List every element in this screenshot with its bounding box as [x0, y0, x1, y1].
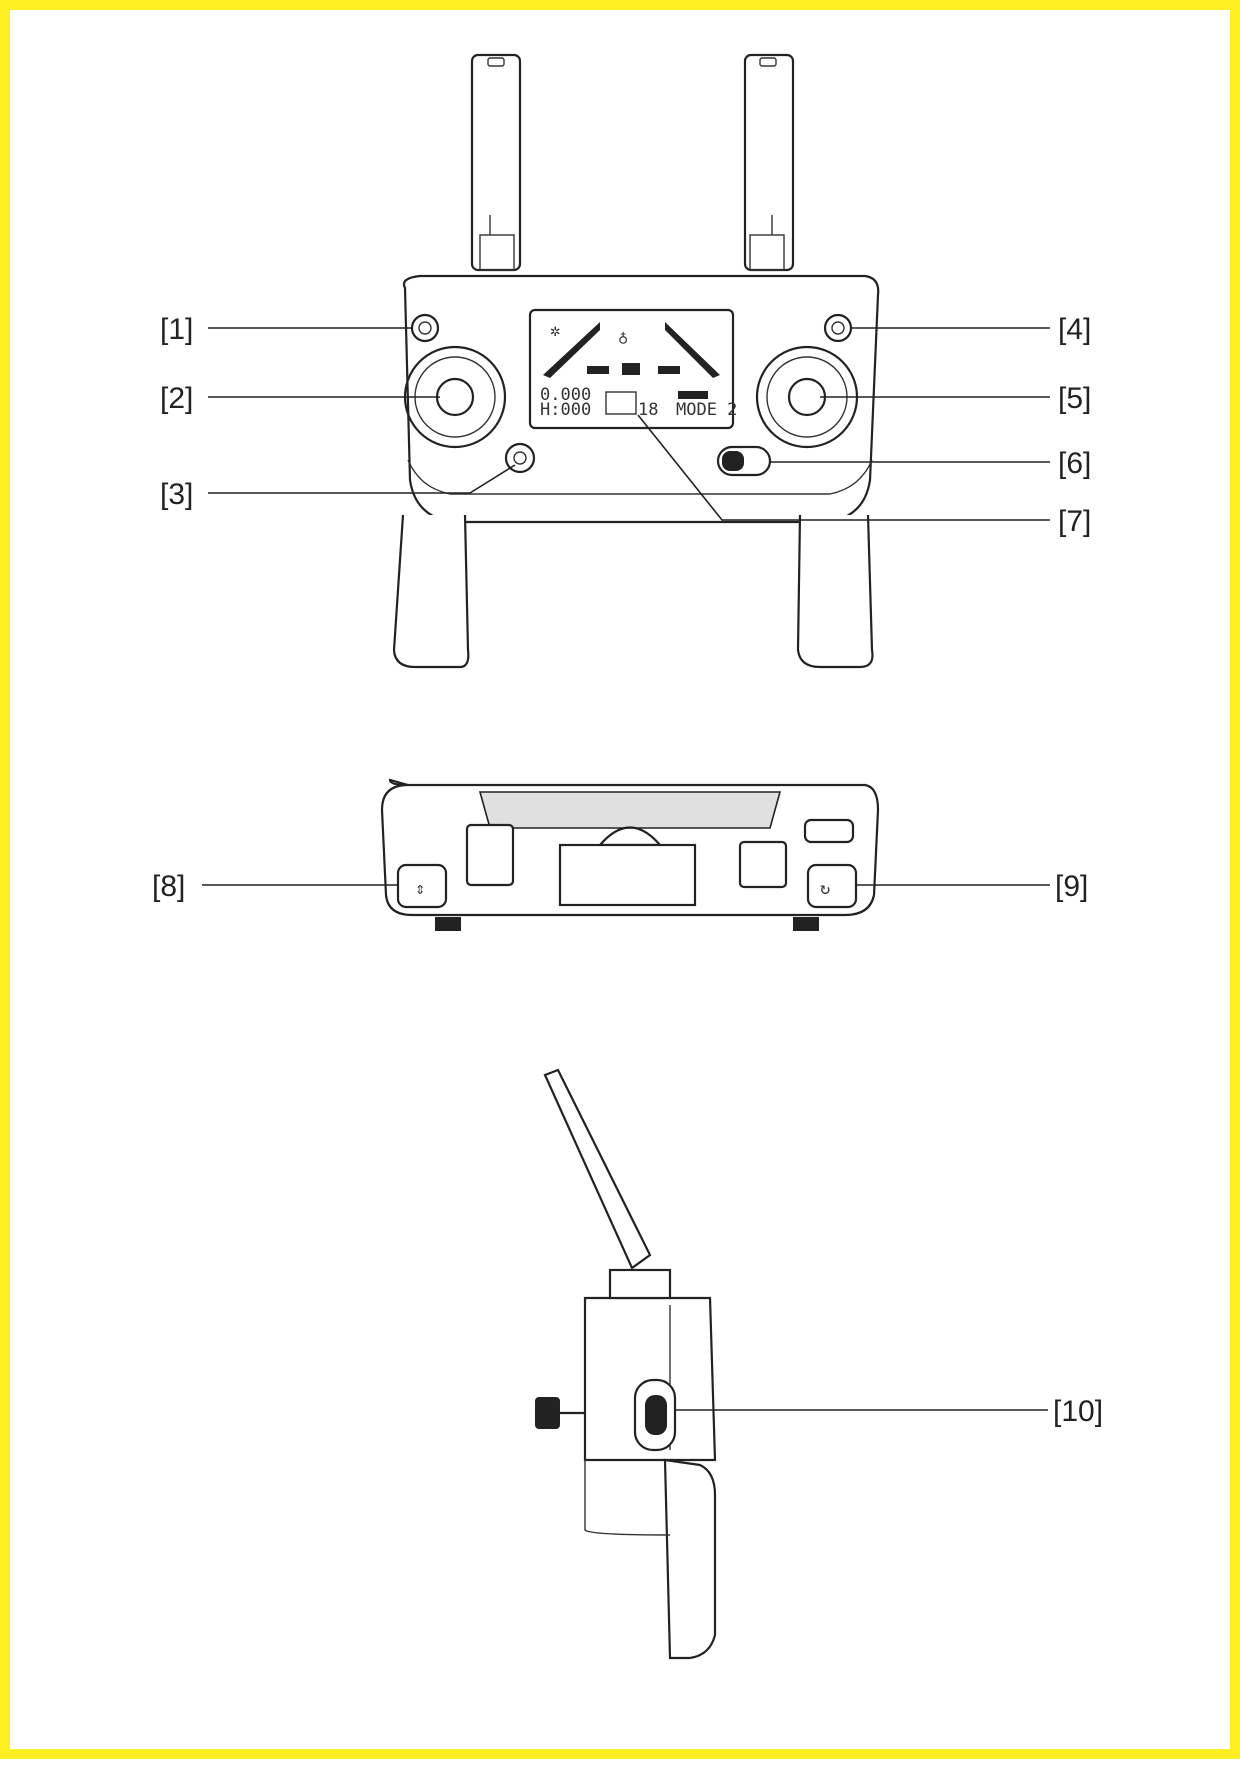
lcd-camera-icon — [622, 363, 640, 375]
callout-10: [10] — [1053, 1395, 1103, 1428]
leader-3 — [208, 464, 516, 494]
lcd-screen: ✲ ♁ 0.000 H:000 18 MODE 2 — [528, 308, 737, 430]
callout-9: [9] — [1055, 870, 1088, 903]
callout-6: [6] — [1058, 447, 1091, 480]
callout-1: [1] — [160, 313, 193, 346]
callout-2: [2] — [160, 382, 193, 415]
callout-5: [5] — [1058, 382, 1091, 415]
button-9-icon[interactable]: ↻ — [806, 863, 858, 909]
side-view — [535, 1068, 717, 1660]
lcd-battery-right-icon — [658, 366, 680, 374]
button-3-icon[interactable] — [504, 442, 536, 474]
toggle-switch-6-icon[interactable] — [716, 445, 772, 477]
lcd-location-icon: ♁ — [618, 328, 628, 348]
lcd-line2: H:000 — [540, 400, 591, 420]
phone-clamp — [558, 843, 697, 907]
right-antenna — [743, 53, 795, 272]
side-grip — [663, 1458, 717, 1660]
side-antenna — [543, 1068, 652, 1270]
callout-7: [7] — [1058, 505, 1091, 538]
leader-7 — [637, 414, 1050, 521]
callout-8: [8] — [152, 870, 185, 903]
front-view: ✲ ♁ 0.000 H:000 18 MODE 2 — [392, 53, 880, 669]
button-1-icon[interactable] — [410, 313, 440, 343]
lcd-mode: MODE 2 — [676, 400, 737, 420]
right-foot-icon — [793, 917, 819, 931]
svg-text:⇕: ⇕ — [415, 879, 425, 899]
callout-4: [4] — [1058, 313, 1091, 346]
lcd-line1: 0.000 — [540, 385, 591, 405]
callout-3: [3] — [160, 478, 193, 511]
leader-lines — [202, 327, 1050, 1411]
lcd-signal-right-icon — [665, 322, 720, 378]
lcd-signal-left-icon — [543, 322, 600, 378]
right-stick-storage — [738, 840, 788, 889]
button-4-icon[interactable] — [823, 313, 853, 343]
speaker-grille — [478, 791, 782, 829]
power-switch-10-icon[interactable] — [633, 1378, 677, 1452]
lcd-battery-left-icon — [587, 366, 609, 374]
bottom-view: ⇕ ↻ — [380, 778, 880, 931]
lcd-star-icon: ✲ — [550, 321, 560, 341]
left-antenna — [470, 53, 522, 272]
left-grip — [392, 514, 470, 669]
right-grip — [796, 514, 874, 669]
left-foot-icon — [435, 917, 461, 931]
lcd-digit: 18 — [638, 400, 658, 420]
callout-labels: [1] [2] [3] [4] [5] [6] [7] [8] [9] [10] — [152, 313, 1103, 1428]
button-8-icon[interactable]: ⇕ — [396, 863, 448, 909]
side-knob-icon — [535, 1397, 560, 1429]
left-stick-storage — [465, 823, 515, 887]
remote-controller-diagram: ✲ ♁ 0.000 H:000 18 MODE 2 ⇕ — [152, 53, 1103, 1660]
svg-text:↻: ↻ — [820, 879, 830, 899]
